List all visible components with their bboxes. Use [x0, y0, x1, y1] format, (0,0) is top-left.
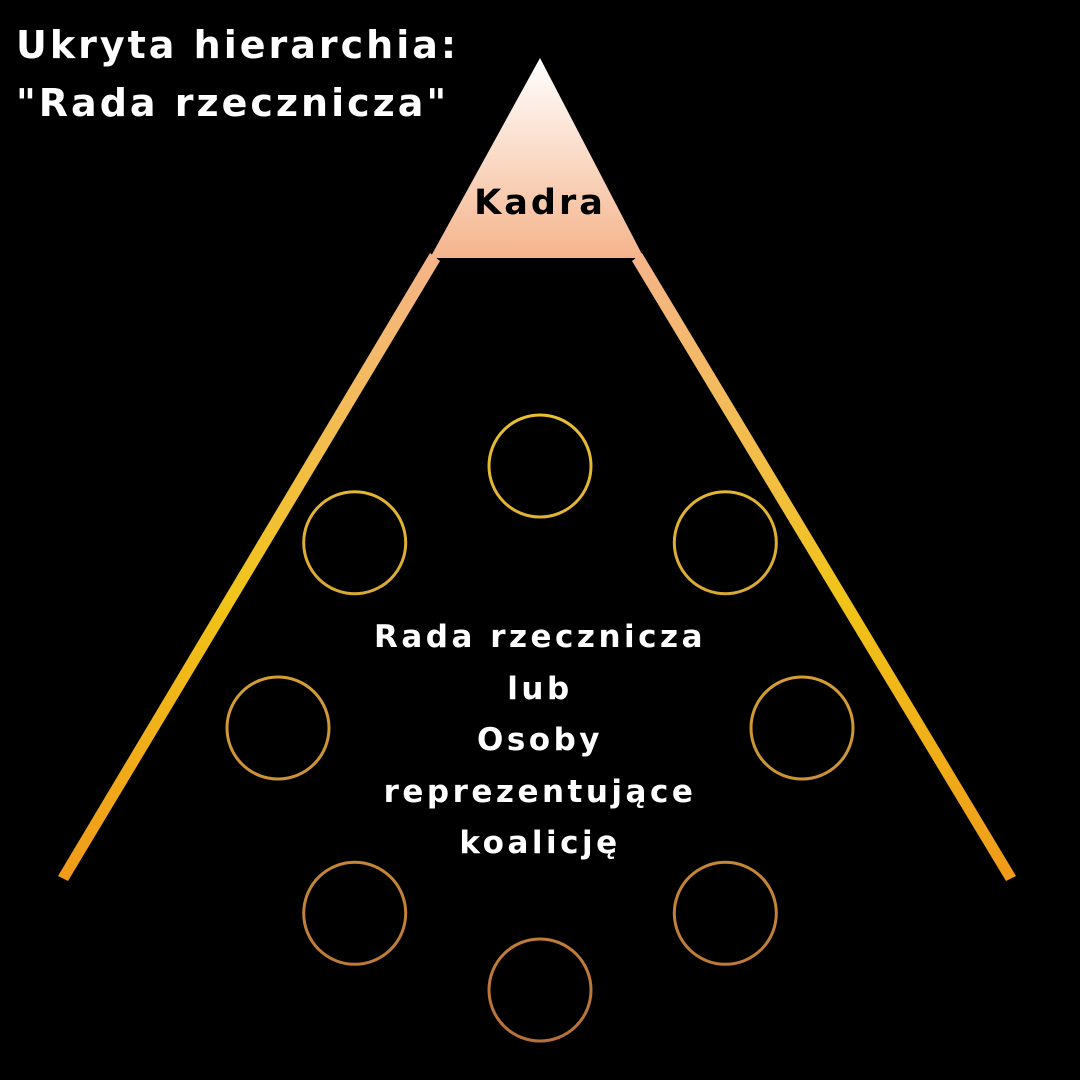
apex-label: Kadra	[474, 183, 606, 223]
pyramid-left-edge	[58, 253, 440, 881]
member-circle	[302, 490, 408, 596]
member-circle	[672, 490, 778, 596]
title-line-1: Ukryta hierarchia:	[16, 23, 460, 67]
title-line-2: "Rada rzecznicza"	[16, 81, 450, 125]
member-circle	[672, 860, 778, 966]
member-circle	[487, 937, 593, 1043]
council-members	[225, 413, 855, 1043]
member-circle	[302, 860, 408, 966]
council-label: Rada rzecznicza lub Osoby reprezentujące…	[290, 612, 790, 870]
council-label-line-3: Osoby	[477, 722, 603, 758]
apex-triangle	[430, 58, 644, 258]
council-label-line-2: lub	[507, 670, 573, 707]
council-label-line-4: reprezentujące	[383, 773, 697, 810]
member-circle	[487, 413, 593, 519]
member-circle	[749, 675, 855, 781]
council-label-line-5: koalicję	[459, 825, 621, 861]
pyramid-right-edge	[632, 253, 1016, 881]
member-circle	[225, 675, 331, 781]
council-label-line-1: Rada rzecznicza	[374, 619, 706, 655]
